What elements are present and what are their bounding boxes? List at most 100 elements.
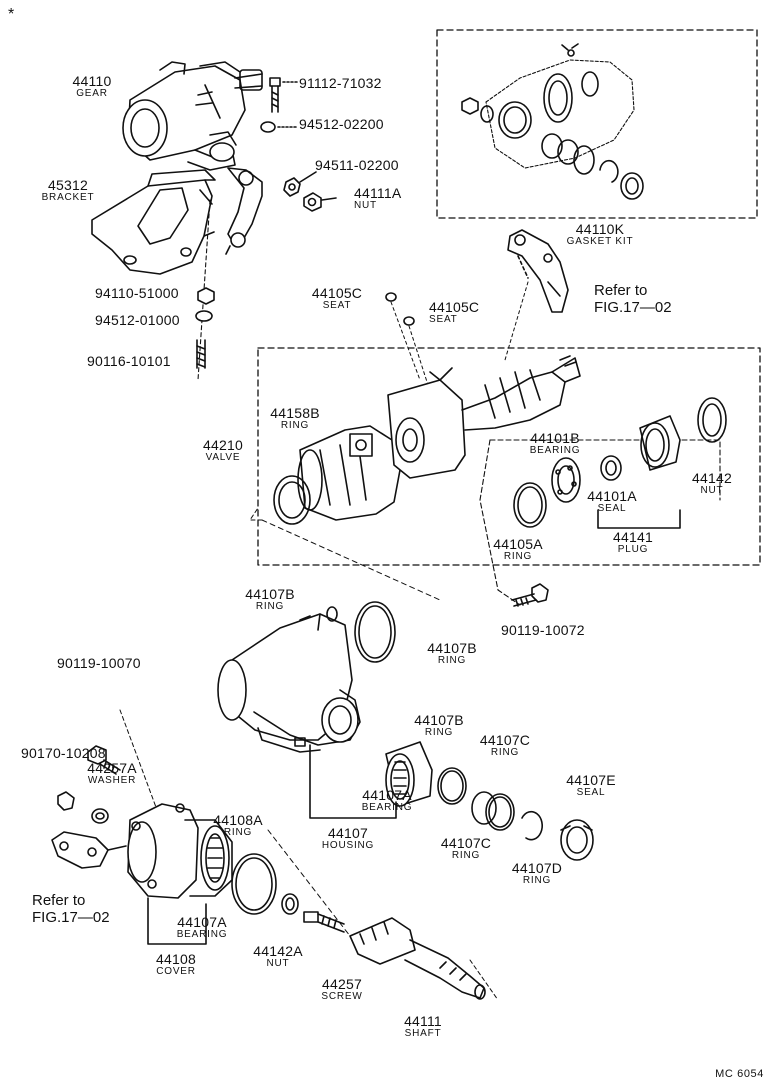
label-ring-44108a: 44108A RING: [213, 813, 262, 838]
part-number: 44101B: [530, 430, 580, 446]
part-number: 44142A: [253, 943, 303, 959]
part-name: SEAT: [429, 314, 458, 325]
label-bolt-10070: 90119-10070: [57, 656, 141, 670]
part-name: RING: [451, 850, 481, 861]
part-name: NUT: [354, 200, 377, 211]
housing-bearing: [385, 741, 433, 807]
part-number: 44107A: [362, 787, 412, 803]
part-name: SCREW: [321, 991, 363, 1002]
part-number: 44107B: [427, 640, 477, 656]
cover-part: [127, 803, 233, 899]
part-name: GEAR: [76, 88, 108, 99]
ref-lower: Refer to FIG.17—02: [32, 892, 110, 927]
part-number: 44142: [692, 470, 732, 486]
label-ring-44107c-b: 44107C RING: [441, 836, 491, 861]
label-bearing-44107a-bottom: 44107A BEARING: [177, 915, 228, 940]
label-washer-01000: 94512-01000: [95, 313, 180, 327]
part-name: COVER: [156, 966, 196, 977]
label-washer-44257a: 44257A WASHER: [87, 761, 136, 786]
label-seat-c-left: 44105C SEAT: [312, 286, 362, 311]
part-name: RING: [424, 727, 454, 738]
part-number: 44110K: [575, 221, 625, 237]
corner-mark: *: [8, 6, 15, 23]
ref-line2: FIG.17—02: [32, 909, 110, 927]
part-number: 90119-10070: [57, 655, 141, 671]
part-number: 90170-10208: [21, 745, 106, 761]
label-valve: 44210 VALVE: [203, 438, 243, 463]
top-fasteners: [260, 77, 337, 212]
part-number: 44111A: [354, 185, 402, 201]
part-name: BEARING: [361, 802, 413, 813]
valve-assembly: [273, 355, 581, 525]
label-seat-c-right: 44105C SEAT: [429, 300, 479, 325]
label-bearing-44107a-top: 44107A BEARING: [362, 788, 413, 813]
ref-line1: Refer to: [32, 892, 86, 909]
housing-part: [217, 613, 361, 753]
label-nut-44142: 44142 NUT: [692, 471, 732, 496]
label-ring-44107b-b: 44107B RING: [427, 641, 476, 666]
label-seal-44101a: 44101A SEAL: [587, 489, 636, 514]
label-ring-44107c-a: 44107C RING: [480, 733, 530, 758]
part-name: HOUSING: [321, 840, 375, 851]
label-shaft: 44111 SHAFT: [404, 1014, 442, 1039]
part-number: 44210: [203, 437, 243, 453]
part-number: 44101A: [587, 488, 637, 504]
part-name: SEAL: [576, 787, 606, 798]
label-screw: 44257 SCREW: [321, 977, 362, 1002]
part-number: 44107C: [440, 835, 492, 851]
left-lower-fasteners: [57, 709, 161, 824]
part-number: 44107: [328, 825, 368, 841]
part-number: 94512-02200: [299, 116, 384, 132]
part-number: 44108: [156, 951, 196, 967]
valve-box: [257, 347, 761, 606]
part-number: 44107A: [177, 914, 227, 930]
part-number: 44158B: [270, 405, 320, 421]
part-name: WASHER: [87, 775, 137, 786]
part-number: 44107D: [511, 860, 563, 876]
label-washer-top: 94512-02200: [299, 117, 384, 131]
part-number: 90119-10072: [501, 622, 585, 638]
part-name: NUT: [700, 485, 724, 496]
label-ring-44107b-c: 44107B RING: [414, 713, 463, 738]
label-bracket: 45312 BRACKET: [42, 178, 95, 203]
part-number: 44141: [613, 529, 653, 545]
label-ring-44105a: 44105A RING: [493, 537, 542, 562]
label-nut-51000: 94110-51000: [95, 286, 179, 300]
part-number: 44107B: [414, 712, 464, 728]
left-stud-fasteners: [195, 287, 215, 369]
part-number: 44105C: [429, 299, 480, 315]
label-stud-10101: 90116-10101: [87, 354, 171, 368]
part-number: 45312: [48, 177, 88, 193]
ref-line1: Refer to: [594, 282, 648, 299]
part-name: RING: [503, 551, 533, 562]
part-number: 44257: [322, 976, 362, 992]
part-number: 44105A: [493, 536, 543, 552]
part-number: 44107E: [566, 772, 616, 788]
part-name: RING: [255, 601, 285, 612]
label-housing: 44107 HOUSING: [322, 826, 374, 851]
label-bearing-44101b: 44101B BEARING: [530, 431, 581, 456]
figure-code: MC 6054: [715, 1068, 764, 1080]
bolt-10072: [511, 583, 549, 607]
part-name: RING: [522, 875, 552, 886]
screw-part: [303, 911, 345, 933]
label-nut-10208: 90170-10208: [21, 746, 106, 760]
label-ring-44107d: 44107D RING: [512, 861, 562, 886]
part-name: BEARING: [176, 929, 228, 940]
part-name: SHAFT: [404, 1028, 442, 1039]
part-name: RING: [437, 655, 467, 666]
upper-linkage: [507, 229, 569, 313]
label-gear: 44110 GEAR: [73, 74, 112, 99]
label-ring-44158b: 44158B RING: [270, 406, 319, 431]
part-name: SEAT: [322, 300, 352, 311]
part-name: RING: [490, 747, 520, 758]
part-name: RING: [223, 827, 253, 838]
shaft-part: [267, 829, 499, 1001]
label-seal-44107e: 44107E SEAL: [566, 773, 615, 798]
part-number: 91112-71032: [299, 75, 382, 91]
part-number: 90116-10101: [87, 353, 171, 369]
part-name: SEAL: [597, 503, 627, 514]
part-number: 94512-01000: [95, 312, 180, 328]
